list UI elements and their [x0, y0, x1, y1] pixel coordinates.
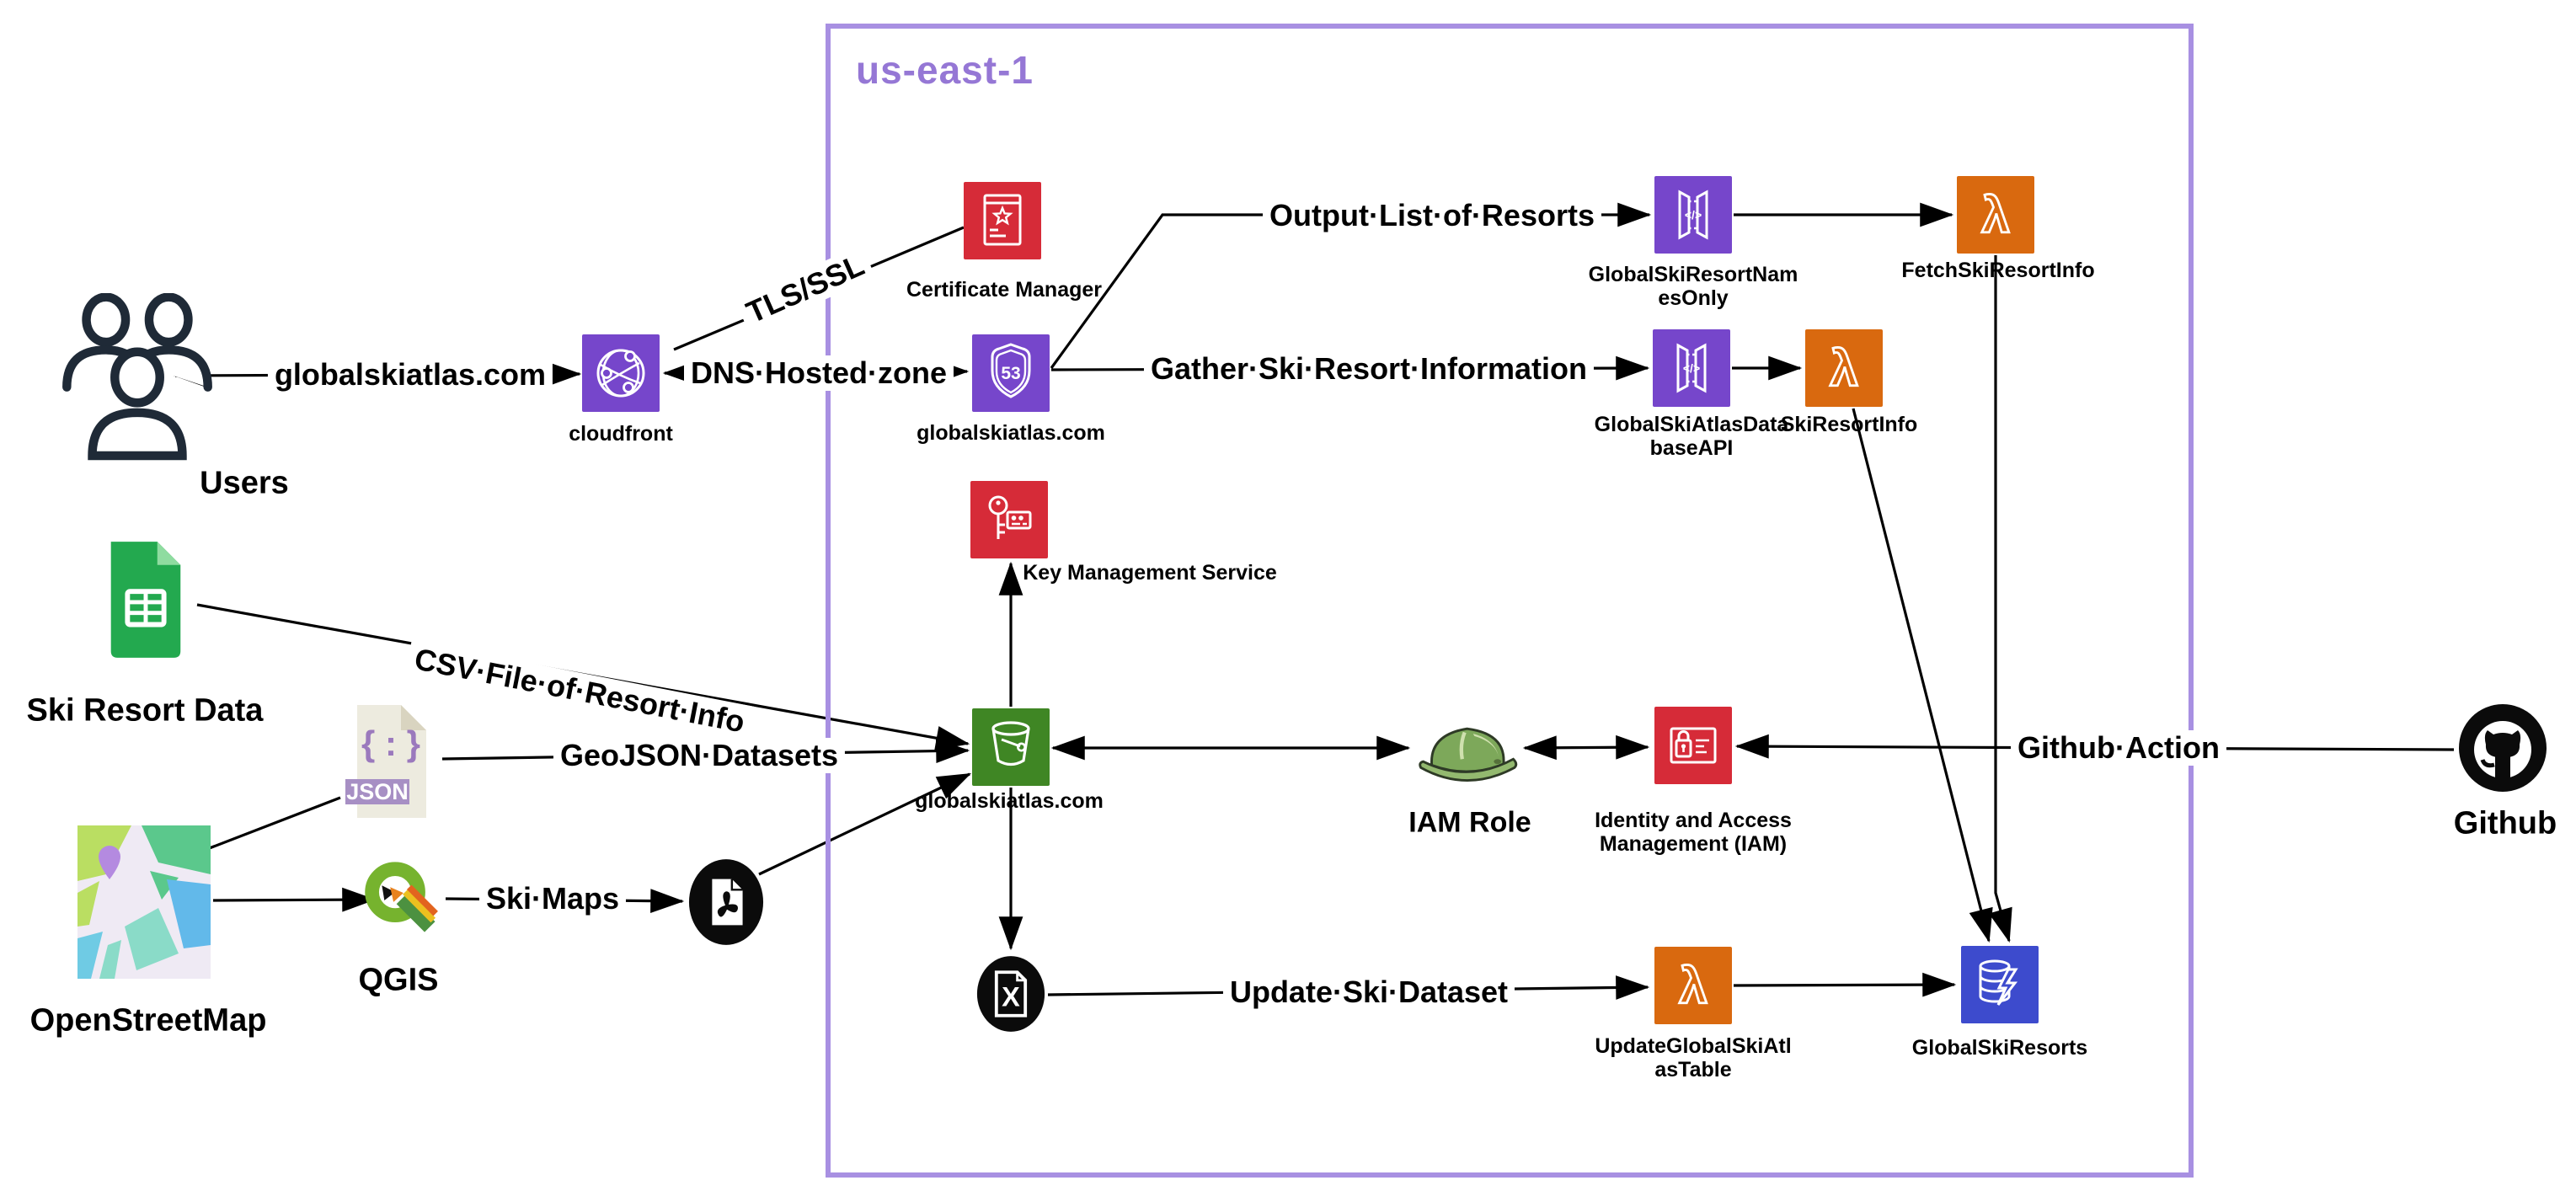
github-icon	[2452, 697, 2553, 798]
region-label: us-east-1	[856, 48, 1034, 92]
iam-label: Identity and Access Management (IAM)	[1595, 809, 1792, 856]
json-braces-glyph: { : }	[361, 724, 420, 763]
edge-label-users-domain: globalskiatlas.com	[267, 357, 553, 393]
edge-label-gather-info: Gather·Ski·Resort·Information	[1143, 351, 1595, 387]
edge-label-github-action: Github·Action	[2011, 730, 2226, 766]
route53-badge: 53	[1001, 364, 1020, 383]
certificate-manager-label: Certificate Manager	[906, 278, 1103, 302]
apigw-glyph: </>	[1683, 361, 1700, 375]
edge-osm-json	[206, 796, 341, 851]
ski-resort-data-label: Ski Resort Data	[26, 692, 264, 729]
apigw-glyph: </>	[1685, 208, 1702, 222]
lambda-update-icon: λ	[1654, 947, 1732, 1024]
cloudfront-label: cloudfront	[569, 422, 673, 446]
lambda-fetch-label: FetchSkiResortInfo	[1901, 259, 2095, 282]
json-banner-label: JSON	[346, 779, 409, 804]
iam-role-label: IAM Role	[1408, 806, 1531, 839]
apigw-resort-names-icon: </>	[1654, 176, 1732, 254]
lambda-update-label: UpdateGlobalSkiAtl asTable	[1595, 1034, 1792, 1082]
edge-label-update-dataset: Update·Ski·Dataset	[1222, 975, 1515, 1010]
json-file-icon: { : } JSON	[339, 702, 440, 821]
lambda-ski-resort-info-label: SkiResortInfo	[1780, 413, 1918, 436]
users-icon	[59, 292, 216, 462]
lambda-fetch-icon: λ	[1957, 176, 2034, 254]
apigw-resort-names-label: GlobalSkiResortNam esOnly	[1588, 263, 1798, 310]
dynamodb-label: GlobalSkiResorts	[1911, 1036, 2088, 1060]
edge-label-ski-maps: Ski·Maps	[478, 881, 627, 916]
qgis-label: QGIS	[358, 962, 439, 998]
route53-icon: 53	[972, 334, 1050, 412]
edge-label-dns-hosted-zone: DNS·Hosted·zone	[684, 355, 954, 391]
excel-x-glyph: X	[1002, 981, 1020, 1012]
lambda-glyph: λ	[1981, 187, 2009, 243]
github-label: Github	[2453, 805, 2557, 841]
edge-label-geojson: GeoJSON·Datasets	[553, 738, 846, 773]
iam-role-hardhat-icon	[1414, 702, 1523, 796]
dynamodb-icon	[1961, 946, 2039, 1023]
qgis-icon	[354, 854, 443, 943]
region-us-east-1: us-east-1	[826, 24, 2194, 1178]
certificate-manager-icon	[964, 182, 1041, 259]
openstreetmap-icon	[77, 825, 211, 979]
users-label: Users	[200, 465, 289, 501]
kms-label: Key Management Service	[1023, 561, 1277, 585]
openstreetmap-label: OpenStreetMap	[29, 1002, 267, 1039]
edge-label-output-list: Output·List·of·Resorts	[1263, 198, 1601, 233]
lambda-glyph: λ	[1830, 340, 1857, 397]
s3-bucket-icon	[972, 708, 1050, 786]
lambda-glyph: λ	[1679, 958, 1707, 1014]
iam-icon	[1654, 707, 1732, 784]
apigw-database-label: GlobalSkiAtlasData baseAPI	[1594, 413, 1789, 460]
lambda-ski-resort-info-icon: λ	[1805, 329, 1883, 407]
excel-export-icon: X	[975, 953, 1046, 1034]
sheets-icon	[96, 536, 194, 664]
apigw-database-icon: </>	[1653, 329, 1730, 407]
route53-label: globalskiatlas.com	[917, 421, 1105, 445]
s3-bucket-label: globalskiatlas.com	[915, 789, 1104, 813]
edge-label-csv-file: CSV·File·of·Resort·Info	[404, 639, 755, 742]
pdf-icon	[687, 857, 765, 948]
cloudfront-icon	[582, 334, 660, 412]
kms-icon	[970, 481, 1048, 558]
